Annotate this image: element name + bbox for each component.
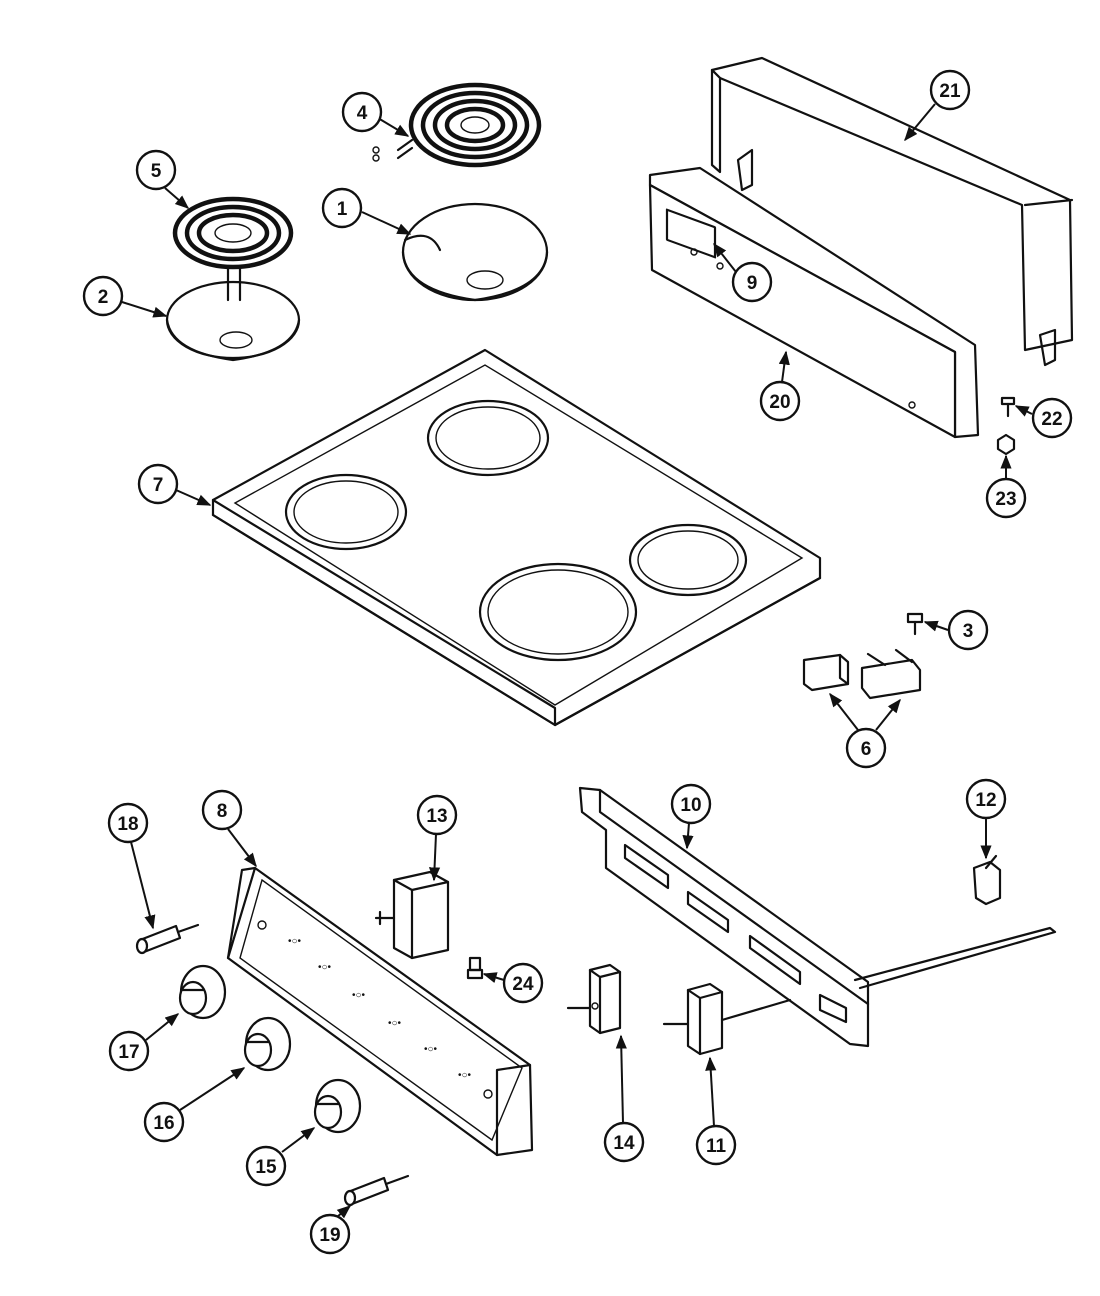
callout-9: 9 (713, 242, 773, 303)
callout-label-23: 23 (995, 489, 1016, 510)
panel-bracket-10 (578, 786, 1057, 1048)
svg-text:•○•: •○• (388, 1018, 402, 1029)
svg-text:•○•: •○• (458, 1070, 472, 1081)
screw-and-nut (996, 396, 1016, 456)
callout-17: 17 (108, 1013, 180, 1072)
callout-10: 10 (670, 783, 712, 850)
backguard-front-panel (648, 166, 980, 439)
control-panel: •○• •○• •○• •○• •○• •○• (226, 866, 534, 1157)
callout-20: 20 (759, 350, 801, 422)
callout-6: 6 (829, 692, 901, 769)
drip-bowl-small (165, 280, 301, 362)
callout-3: 3 (923, 609, 989, 651)
callout-5: 5 (135, 149, 190, 209)
surface-element-large (372, 82, 542, 168)
switch-11 (662, 982, 792, 1056)
indicator-lamp-18 (135, 923, 200, 955)
switch-14 (566, 963, 622, 1035)
callout-label-6: 6 (861, 739, 872, 760)
svg-text:•○•: •○• (424, 1044, 438, 1055)
callout-16: 16 (143, 1067, 246, 1143)
stud-24 (466, 956, 484, 980)
callout-label-17: 17 (118, 1042, 139, 1063)
cooktop-hinge-clip (802, 648, 922, 700)
callout-label-19: 19 (319, 1225, 340, 1246)
callout-label-16: 16 (153, 1113, 174, 1134)
callout-label-7: 7 (153, 475, 164, 496)
callout-label-2: 2 (98, 287, 109, 308)
callout-label-3: 3 (963, 621, 974, 642)
callout-label-15: 15 (255, 1157, 277, 1178)
callout-label-22: 22 (1041, 409, 1062, 430)
knob-15 (313, 1078, 362, 1134)
callout-label-4: 4 (357, 103, 368, 124)
callout-7: 7 (137, 463, 212, 506)
callout-14: 14 (603, 1034, 645, 1163)
knob-16 (243, 1016, 292, 1072)
callout-4: 4 (341, 91, 410, 137)
svg-text:•○•: •○• (352, 990, 366, 1001)
screw-small (906, 612, 924, 636)
callout-11: 11 (695, 1056, 737, 1166)
callout-label-21: 21 (939, 81, 961, 102)
callout-label-1: 1 (337, 199, 348, 220)
callout-12: 12 (965, 778, 1007, 860)
surface-element-small (172, 196, 294, 302)
svg-text:•○•: •○• (318, 962, 332, 973)
callout-2: 2 (82, 275, 168, 318)
callout-23: 23 (985, 454, 1027, 519)
callout-label-18: 18 (117, 814, 138, 835)
callout-24: 24 (482, 962, 544, 1004)
callout-13: 13 (416, 794, 458, 882)
clip-12 (972, 854, 1002, 906)
indicator-lamp-19 (343, 1174, 410, 1207)
knob-17 (178, 964, 227, 1020)
callout-label-8: 8 (217, 801, 228, 822)
svg-text:•○•: •○• (288, 936, 302, 947)
callout-15: 15 (245, 1127, 316, 1187)
drip-bowl-large (401, 202, 549, 302)
callout-label-11: 11 (706, 1136, 727, 1157)
callout-label-20: 20 (769, 392, 790, 413)
callout-label-9: 9 (747, 273, 758, 294)
callout-1: 1 (321, 187, 412, 235)
callout-8: 8 (201, 789, 257, 868)
callout-label-13: 13 (426, 806, 447, 827)
cooktop (211, 348, 822, 727)
callout-label-12: 12 (975, 790, 996, 811)
callout-21: 21 (904, 69, 971, 142)
callout-18: 18 (107, 802, 156, 930)
callout-label-10: 10 (680, 795, 701, 816)
callout-label-24: 24 (512, 974, 534, 995)
callout-label-14: 14 (613, 1133, 635, 1154)
callout-22: 22 (1014, 397, 1073, 439)
infinite-switch-13 (374, 870, 450, 960)
callout-label-5: 5 (151, 161, 162, 182)
callout-19: 19 (309, 1205, 352, 1255)
backguard-rear-shell (710, 56, 1074, 367)
